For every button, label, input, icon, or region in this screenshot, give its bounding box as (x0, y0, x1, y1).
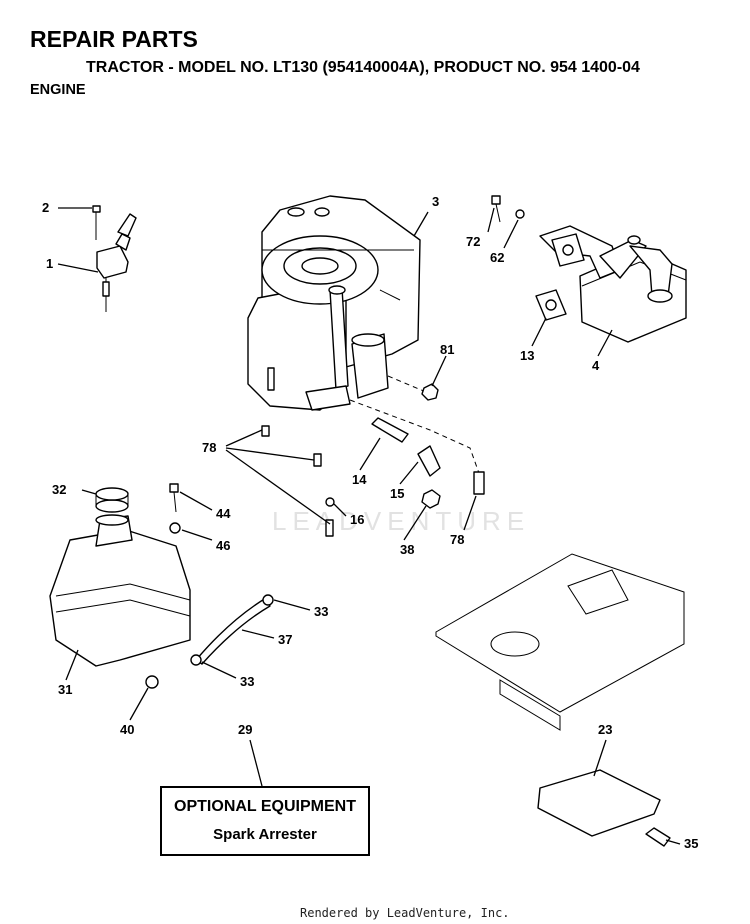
part-label-33: 33 (314, 604, 328, 619)
part-label-37: 37 (278, 632, 292, 647)
part-label-81: 81 (440, 342, 454, 357)
part-label-31: 31 (58, 682, 72, 697)
part-label-29: 29 (238, 722, 252, 737)
assembly-line (387, 375, 427, 393)
part-label-78: 78 (450, 532, 464, 547)
part-label-2: 2 (42, 200, 49, 215)
elbow-15[interactable] (417, 445, 441, 477)
fitting-14[interactable] (371, 417, 409, 443)
part-label-72: 72 (466, 234, 480, 249)
washer-62[interactable] (515, 209, 525, 219)
clamp-33[interactable] (262, 594, 274, 606)
part-label-32: 32 (52, 482, 66, 497)
fuel-tank[interactable] (49, 514, 191, 667)
clamp-33[interactable] (190, 654, 202, 666)
part-label-46: 46 (216, 538, 230, 553)
nut-38[interactable] (421, 489, 441, 509)
part-label-38: 38 (400, 542, 414, 557)
heat-shield-23[interactable] (537, 769, 661, 837)
part-label-62: 62 (490, 250, 504, 265)
footer-credit: Rendered by LeadVenture, Inc. (300, 906, 510, 920)
bolt-44[interactable] (169, 483, 179, 513)
throttle-control[interactable] (92, 205, 137, 312)
fuel-line-37[interactable] (195, 597, 271, 665)
part-label-35: 35 (684, 836, 698, 851)
part-label-14: 14 (352, 472, 367, 487)
part-label-13: 13 (520, 348, 534, 363)
part-label-3: 3 (432, 194, 439, 209)
nut-81[interactable] (421, 383, 439, 401)
part-label-78: 78 (202, 440, 216, 455)
frame-plate[interactable] (435, 553, 685, 731)
washer-46[interactable] (169, 522, 181, 534)
part-label-44: 44 (216, 506, 231, 521)
washer-16[interactable] (325, 497, 335, 507)
assembly-line (349, 399, 481, 477)
bolt-72[interactable] (491, 195, 501, 223)
page-title: REPAIR PARTS (30, 26, 198, 52)
optional-equipment-title: OPTIONAL EQUIPMENT (174, 798, 356, 815)
part-label-1: 1 (46, 256, 53, 271)
spark-arrester-label: Spark Arrester (213, 826, 317, 843)
part-label-23: 23 (598, 722, 612, 737)
part-label-15: 15 (390, 486, 404, 501)
grommet-40[interactable] (145, 675, 159, 689)
engine[interactable] (247, 195, 421, 411)
part-label-40: 40 (120, 722, 134, 737)
model-subtitle: TRACTOR - MODEL NO. LT130 (954140004A), … (86, 59, 640, 76)
gasket-13[interactable] (535, 289, 567, 321)
section-heading: ENGINE (30, 82, 86, 98)
optional-equipment-box: OPTIONAL EQUIPMENT Spark Arrester (160, 786, 370, 856)
gasket-62[interactable] (551, 233, 585, 267)
bolt-35[interactable] (645, 827, 671, 847)
part-label-33: 33 (240, 674, 254, 689)
watermark-text: LEADVENTURE (272, 506, 530, 536)
part-label-16: 16 (350, 512, 364, 527)
part-label-4: 4 (592, 358, 600, 373)
fuel-cap[interactable] (95, 487, 129, 513)
